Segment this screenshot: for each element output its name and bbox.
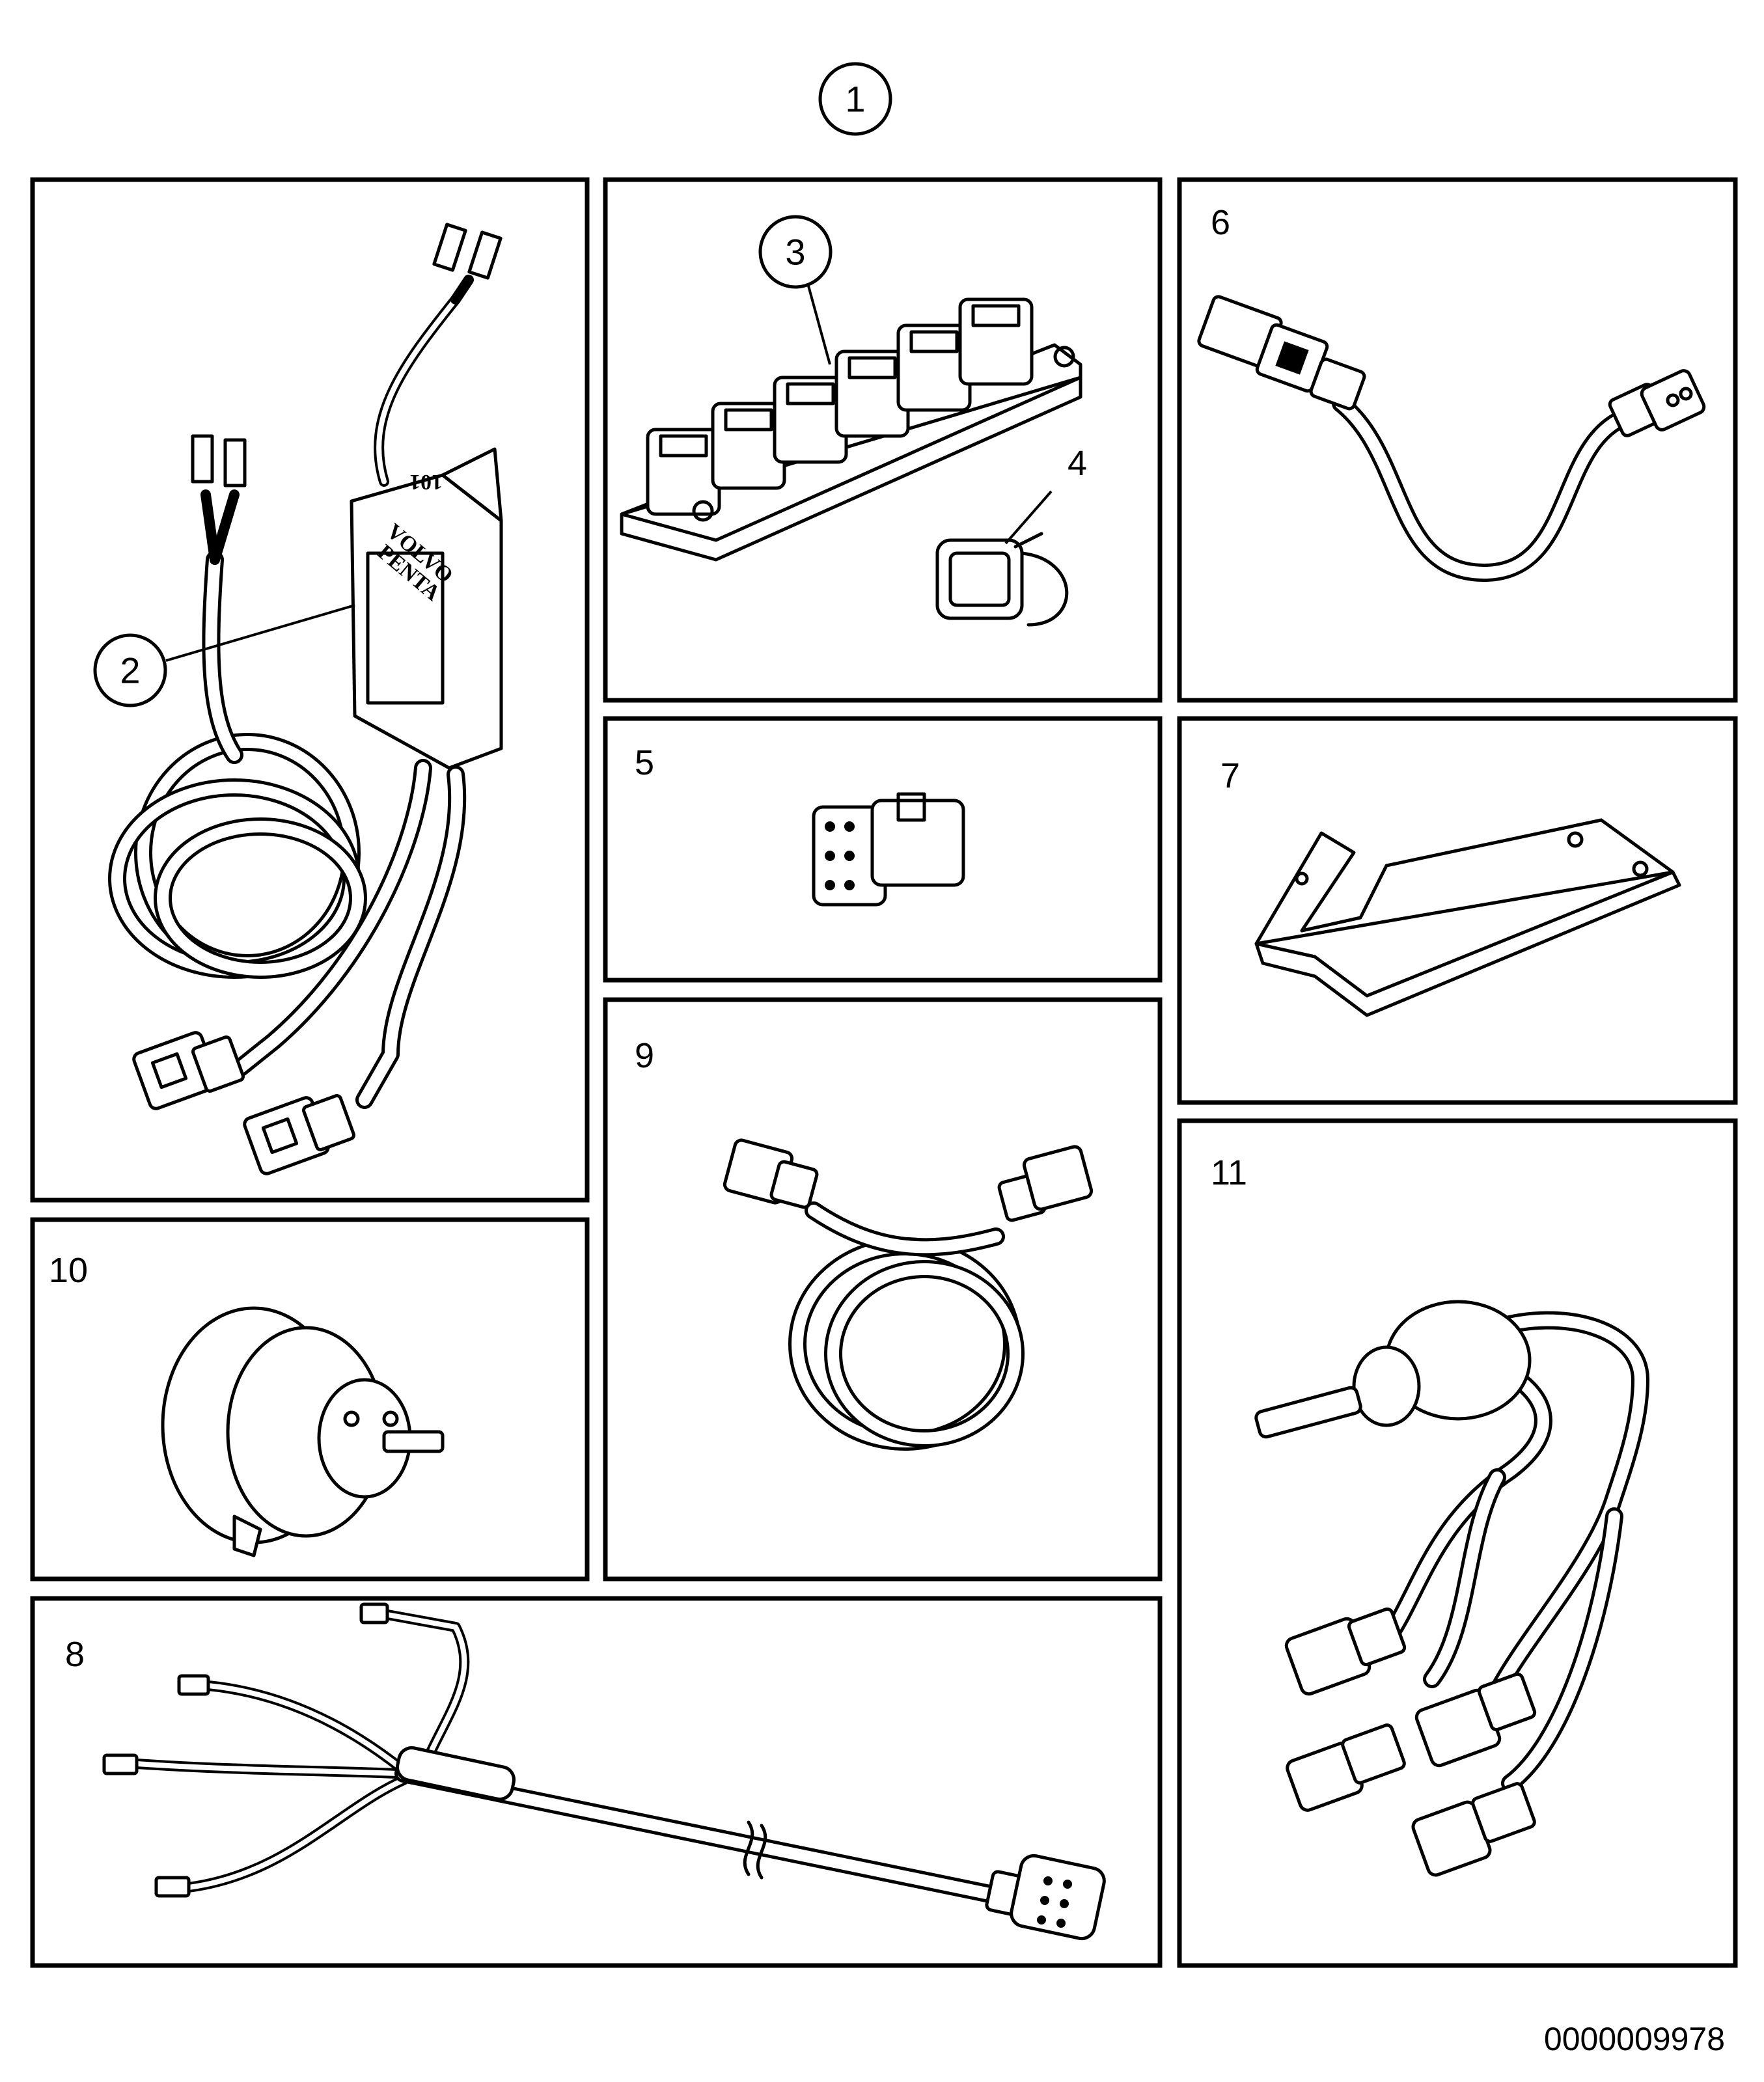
panel-connector-block: 3 4 [603,177,1163,703]
panel-8: 8 [30,1596,1163,1968]
callout-assembly: 1 [818,62,892,136]
callout-assembly-number: 1 [845,79,865,120]
sender-unit [161,1306,445,1557]
panel-8-connector [985,1854,1106,1941]
panel-5-label: 5 [635,743,654,782]
module-mark: 101 [409,470,443,494]
connector-right [243,1094,355,1175]
panel-5: 5 [603,716,1163,983]
mounting-bracket [1254,818,1681,1017]
panel-8-label: 8 [65,1635,85,1674]
panel-11-harness [1377,1311,1649,1792]
connector-left [132,1031,245,1110]
callout-control-unit: 2 [93,633,167,707]
cable-coil [108,733,367,979]
panel-7-label: 7 [1220,756,1240,795]
callout-connector-block-number: 3 [785,232,805,273]
callout-plug-number: 4 [1068,444,1087,483]
panel-10-label: 10 [49,1251,88,1290]
panel-6-connector-left [1197,295,1366,411]
panel-8-main-cable [394,1746,999,1903]
callout-control-unit-number: 2 [120,650,140,691]
panel-9-connector-left [723,1138,819,1209]
panel-9-label: 9 [635,1036,654,1075]
panel-8-terminals [102,1602,389,1898]
panel-11-sensor [1254,1300,1532,1439]
sealing-plug [935,532,1069,627]
wire-left [200,489,243,764]
terminal-pair-left [191,434,247,487]
panel-10: 10 [30,1217,590,1582]
panel-6-connector-right [1608,369,1706,437]
panel-7: 7 [1177,716,1738,1105]
drawing-number: 0000009978 [1544,2021,1725,2057]
panel-6: 6 [1177,177,1738,703]
control-unit-module: VOLVO PENTA 101 [350,447,503,770]
panel-9-connector-right [997,1145,1094,1222]
wire-upper [374,275,474,487]
callout-connector-block: 3 [758,215,833,289]
panel-8-wires [131,1609,470,1893]
panel-5-connector [812,792,965,907]
panel-9-cable-coil [788,1201,1025,1451]
harness-legs [232,759,467,1109]
panel-9: 9 [603,997,1163,1582]
panel-control-unit: VOLVO PENTA 101 2 [30,177,590,1203]
connector-sockets [646,297,1034,516]
panel-6-label: 6 [1211,203,1230,242]
connector-block [620,297,1082,562]
panel-11-label: 11 [1211,1153,1247,1192]
panel-11-connectors [1284,1607,1537,1877]
panel-11: 11 [1177,1118,1738,1968]
terminal-pair-upper [432,223,503,280]
